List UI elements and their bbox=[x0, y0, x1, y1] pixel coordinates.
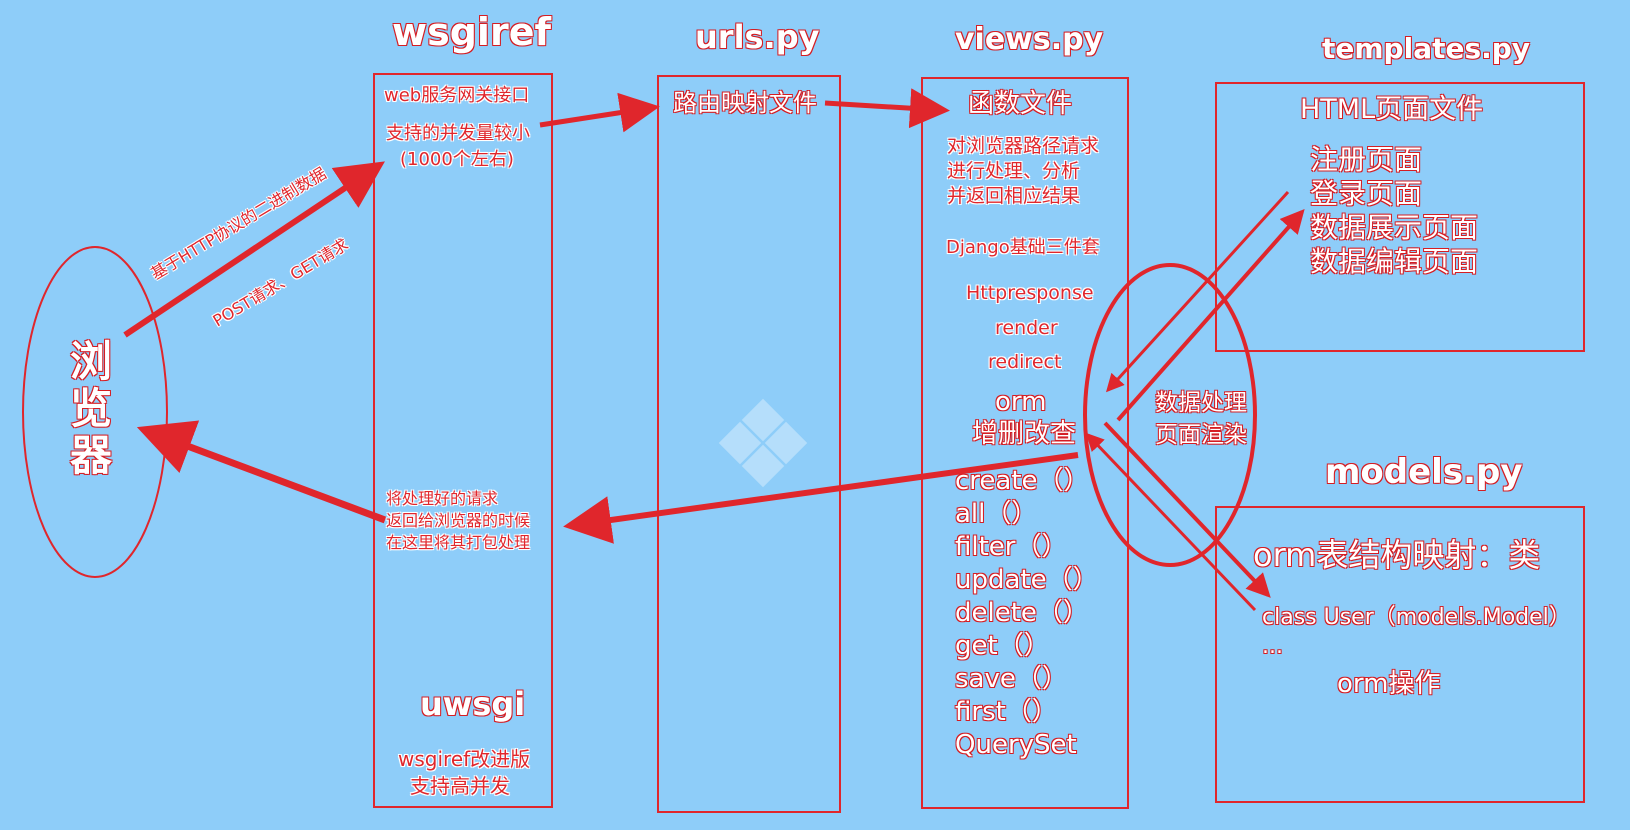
browser-label: 浏 览 器 bbox=[70, 337, 113, 481]
wsgiref-desc-3: (1000个左右) bbox=[400, 149, 514, 170]
django-title: Django基础三件套 bbox=[946, 237, 1100, 258]
template-item-display: 数据展示页面 bbox=[1310, 211, 1479, 244]
models-title: models.py bbox=[1325, 452, 1523, 492]
render-label-1: 数据处理 bbox=[1155, 390, 1247, 416]
orm-method-all: all（） bbox=[955, 499, 1038, 529]
models-class-line: class User（models.Model） bbox=[1262, 605, 1571, 630]
orm-method-update: update（） bbox=[955, 565, 1099, 595]
models-heading: orm表结构映射：类 bbox=[1253, 536, 1541, 574]
orm-subtitle: 增删改查 bbox=[972, 419, 1077, 449]
models-to-views-arrow bbox=[1085, 432, 1257, 612]
urls-desc: 路由映射文件 bbox=[673, 89, 817, 117]
views-to-models-arrow bbox=[1103, 421, 1271, 598]
wsgiref-return-3: 在这里将其打包处理 bbox=[386, 533, 531, 552]
orm-method-delete: delete（） bbox=[955, 598, 1089, 628]
orm-method-filter: filter（） bbox=[955, 532, 1068, 562]
models-ops: orm操作 bbox=[1337, 669, 1441, 699]
django-item-render: render bbox=[995, 317, 1058, 339]
views-heading: 函数文件 bbox=[968, 89, 1073, 119]
templates-to-views-arrow bbox=[1105, 190, 1290, 393]
views-to-templates-arrow bbox=[1116, 209, 1305, 422]
wsgiref-desc-1: web服务网关接口 bbox=[384, 85, 530, 106]
wsgiref-to-urls-arrow bbox=[539, 92, 660, 133]
views-desc-1: 对浏览器路径请求 bbox=[947, 135, 1100, 157]
wsgiref-title: wsgiref bbox=[392, 10, 551, 54]
templates-title: templates.py bbox=[1322, 32, 1531, 65]
wsgiref-box bbox=[373, 73, 553, 808]
views-box bbox=[921, 77, 1129, 809]
uwsgi-title: uwsgi bbox=[420, 685, 526, 723]
browser-ellipse bbox=[22, 246, 168, 578]
render-label-2: 页面渲染 bbox=[1155, 422, 1247, 448]
models-ellipsis: ... bbox=[1262, 634, 1283, 659]
uwsgi-desc-2: 支持高并发 bbox=[410, 774, 510, 798]
wsgiref-return-2: 返回给浏览器的时候 bbox=[386, 511, 531, 530]
views-desc-3: 并返回相应结果 bbox=[947, 185, 1081, 207]
orm-method-first: first（） bbox=[955, 697, 1058, 727]
wsgiref-return-1: 将处理好的请求 bbox=[386, 489, 499, 508]
uwsgi-desc-1: wsgiref改进版 bbox=[398, 747, 531, 771]
template-item-login: 登录页面 bbox=[1310, 177, 1423, 210]
render-ellipse bbox=[1083, 263, 1257, 567]
return-to-browser-arrow bbox=[136, 420, 387, 524]
django-item-redirect: redirect bbox=[988, 351, 1062, 373]
templates-heading: HTML页面文件 bbox=[1300, 94, 1484, 125]
orm-title: orm bbox=[995, 387, 1047, 417]
orm-method-get: get（） bbox=[955, 631, 1050, 661]
urls-box bbox=[657, 75, 841, 813]
models-box bbox=[1215, 506, 1585, 803]
template-item-edit: 数据编辑页面 bbox=[1310, 245, 1479, 278]
urls-to-views-arrow bbox=[824, 88, 950, 129]
orm-method-create: create（） bbox=[955, 466, 1090, 496]
views-title: views.py bbox=[955, 22, 1104, 57]
request-arrow bbox=[123, 161, 385, 338]
orm-method-save: save（） bbox=[955, 664, 1068, 694]
templates-box bbox=[1215, 82, 1585, 352]
orm-method-queryset: QuerySet bbox=[955, 730, 1077, 760]
views-desc-2: 进行处理、分析 bbox=[947, 160, 1081, 182]
django-item-httpresponse: Httpresponse bbox=[966, 282, 1094, 304]
template-item-register: 注册页面 bbox=[1310, 143, 1423, 176]
urls-title: urls.py bbox=[695, 18, 820, 56]
wsgiref-desc-2: 支持的并发量较小 bbox=[386, 123, 530, 144]
